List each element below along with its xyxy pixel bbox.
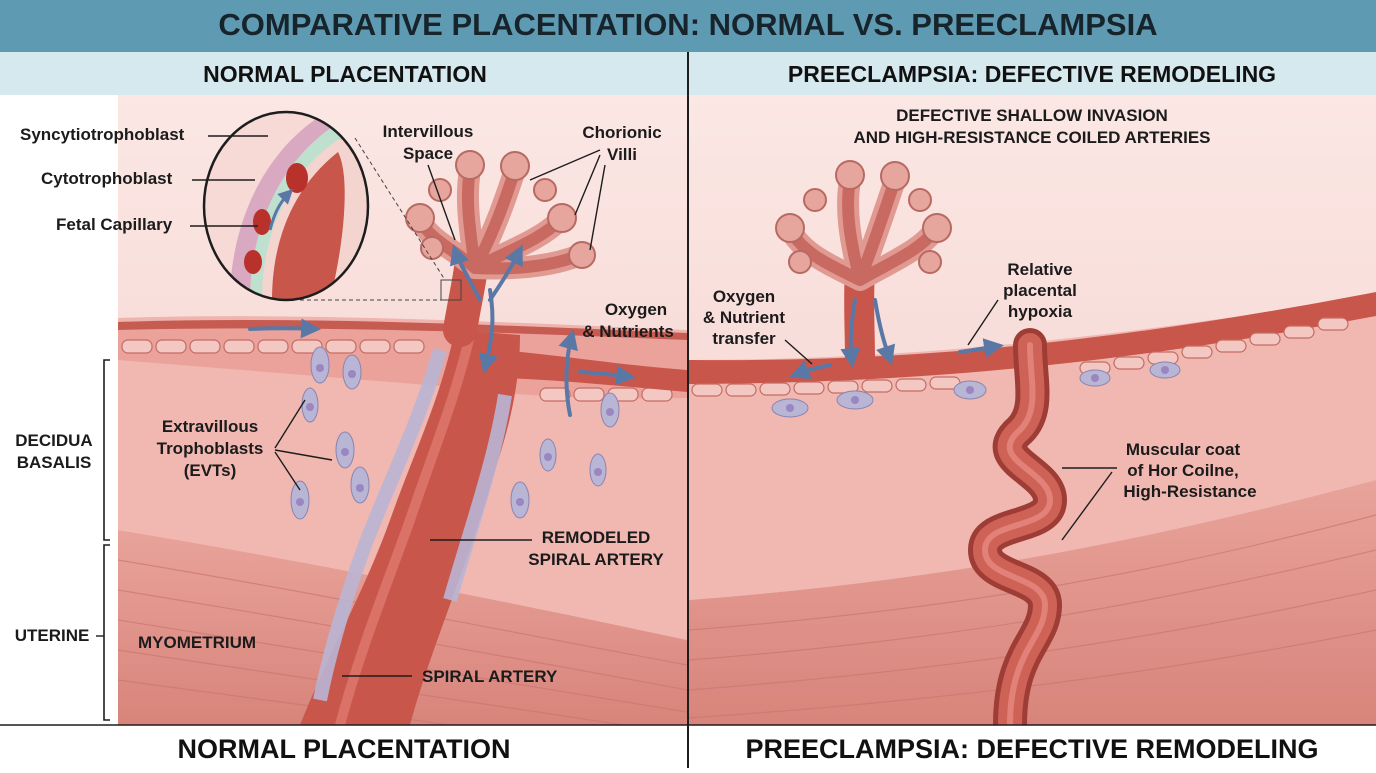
left-panel-header: NORMAL PLACENTATION bbox=[203, 61, 487, 87]
right-panel-header: PREECLAMPSIA: DEFECTIVE REMODELING bbox=[788, 61, 1276, 87]
label-hypoxia-1: Relative bbox=[1007, 260, 1072, 279]
label-muscular-1: Muscular coat bbox=[1126, 440, 1241, 459]
label-chorionic-villi-2: Villi bbox=[607, 145, 637, 164]
label-fetal-capillary: Fetal Capillary bbox=[56, 215, 173, 234]
label-intervillous-space-1: Intervillous bbox=[383, 122, 474, 141]
label-oxygen-1: Oxygen bbox=[605, 300, 667, 319]
label-syncytiotrophoblast: Syncytiotrophoblast bbox=[20, 125, 185, 144]
label-hypoxia-3: hypoxia bbox=[1008, 302, 1073, 321]
label-chorionic-villi-1: Chorionic bbox=[582, 123, 661, 142]
label-remodeled-1: REMODELED bbox=[542, 528, 651, 547]
label-evt-2: Trophoblasts bbox=[157, 439, 264, 458]
label-oxygen-2: & Nutrients bbox=[582, 322, 674, 341]
label-evt-3: (EVTs) bbox=[184, 461, 237, 480]
label-right-oxygen-2: & Nutrient bbox=[703, 308, 786, 327]
right-header-bar bbox=[689, 52, 1376, 95]
left-panel-illustration bbox=[118, 95, 687, 725]
label-remodeled-2: SPIRAL ARTERY bbox=[528, 550, 664, 569]
label-intervillous-space-2: Space bbox=[403, 144, 453, 163]
label-defective-1: DEFECTIVE SHALLOW INVASION bbox=[896, 106, 1168, 125]
left-header-bar bbox=[0, 52, 687, 95]
chorionic-villi-tree bbox=[405, 150, 596, 347]
label-right-oxygen-1: Oxygen bbox=[713, 287, 775, 306]
right-panel-illustration bbox=[689, 95, 1376, 725]
page-title: COMPARATIVE PLACENTATION: NORMAL VS. PRE… bbox=[218, 7, 1157, 42]
label-uterine: UTERINE bbox=[15, 626, 90, 645]
right-labels: DEFECTIVE SHALLOW INVASION AND HIGH-RESI… bbox=[703, 106, 1257, 541]
label-defective-2: AND HIGH-RESISTANCE COILED ARTERIES bbox=[853, 128, 1210, 147]
label-muscular-3: High-Resistance bbox=[1123, 482, 1256, 501]
label-decidua-2: BASALIS bbox=[17, 453, 92, 472]
label-evt-1: Extravillous bbox=[162, 417, 258, 436]
label-spiral-artery: SPIRAL ARTERY bbox=[422, 667, 558, 686]
decidua-layer bbox=[118, 326, 687, 640]
label-muscular-2: of Hor Coilne, bbox=[1127, 461, 1238, 480]
label-right-oxygen-3: transfer bbox=[712, 329, 776, 348]
left-footer: NORMAL PLACENTATION bbox=[178, 734, 511, 764]
label-decidua-1: DECIDUA bbox=[15, 431, 92, 450]
side-brackets: DECIDUA BASALIS UTERINE bbox=[15, 359, 110, 721]
villus-zoom-inset bbox=[202, 110, 370, 302]
label-myometrium: MYOMETRIUM bbox=[138, 633, 256, 652]
title-bar bbox=[0, 0, 1376, 52]
label-hypoxia-2: placental bbox=[1003, 281, 1077, 300]
label-cytotrophoblast: Cytotrophoblast bbox=[41, 169, 173, 188]
right-footer: PREECLAMPSIA: DEFECTIVE REMODELING bbox=[745, 734, 1318, 764]
left-labels: Syncytiotrophoblast Cytotrophoblast Feta… bbox=[20, 122, 674, 686]
